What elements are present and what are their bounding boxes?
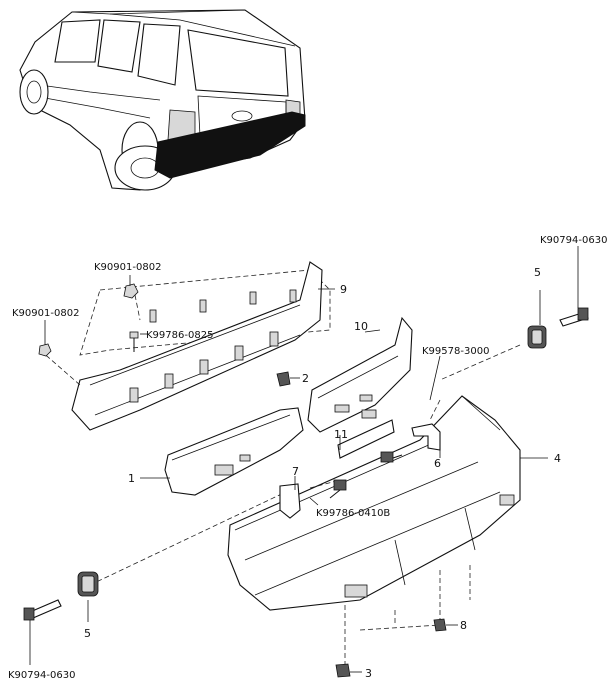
callout-leaders xyxy=(29,246,579,673)
bumper-assembly xyxy=(39,261,521,670)
callout-10: 10 xyxy=(354,320,368,333)
callout-6: 6 xyxy=(434,457,441,470)
callout-5-left: 5 xyxy=(84,627,91,640)
part-number-labels: K90901-0802 K90901-0802 K99786-0825 K997… xyxy=(8,235,607,681)
vehicle-illustration xyxy=(19,9,306,191)
callout-11: 11 xyxy=(334,428,348,441)
license-plate-bracket xyxy=(337,419,395,459)
bracket-7 xyxy=(279,483,301,519)
callout-3: 3 xyxy=(365,667,372,680)
bolt-right xyxy=(559,307,589,327)
bracket-6 xyxy=(411,423,441,451)
bumper-beam xyxy=(71,261,323,431)
callout-8: 8 xyxy=(460,619,467,632)
callout-1: 1 xyxy=(128,472,135,485)
hardware xyxy=(23,283,589,678)
bolt-left xyxy=(23,599,62,621)
callout-numbers: 1 2 3 4 5 5 6 7 8 9 10 11 xyxy=(84,266,561,680)
nut-left xyxy=(38,343,52,357)
grommet-right xyxy=(527,325,547,349)
bumper-side-piece-left xyxy=(164,407,304,496)
bumper-side-piece-right xyxy=(307,316,413,433)
clip-2 xyxy=(276,371,291,387)
bumper-cover xyxy=(227,395,521,611)
screw-upper xyxy=(129,331,139,352)
part-number-nut-left: K90901-0802 xyxy=(12,308,79,319)
part-number-bolt-right: K90794-0630 xyxy=(540,235,607,246)
part-number-bolt-left: K90794-0630 xyxy=(8,670,75,681)
clip-8 xyxy=(433,618,447,632)
screw-lower xyxy=(329,479,347,499)
part-number-screw-lower: K99786-0410B xyxy=(316,508,390,519)
beam-clips xyxy=(129,289,297,403)
part-number-screw-upper: K99786-0825 xyxy=(146,330,213,341)
part-number-nut-top: K90901-0802 xyxy=(94,262,161,273)
nut-top xyxy=(123,283,139,299)
callout-4: 4 xyxy=(554,452,561,465)
part-number-bracket-plate: K99578-3000 xyxy=(422,346,489,357)
screw-mid xyxy=(380,451,403,463)
callout-9: 9 xyxy=(340,283,347,296)
grommet-left xyxy=(77,571,99,597)
callout-7: 7 xyxy=(292,465,299,478)
clip-3 xyxy=(335,663,351,678)
callout-2: 2 xyxy=(302,372,309,385)
callout-5-right: 5 xyxy=(534,266,541,279)
